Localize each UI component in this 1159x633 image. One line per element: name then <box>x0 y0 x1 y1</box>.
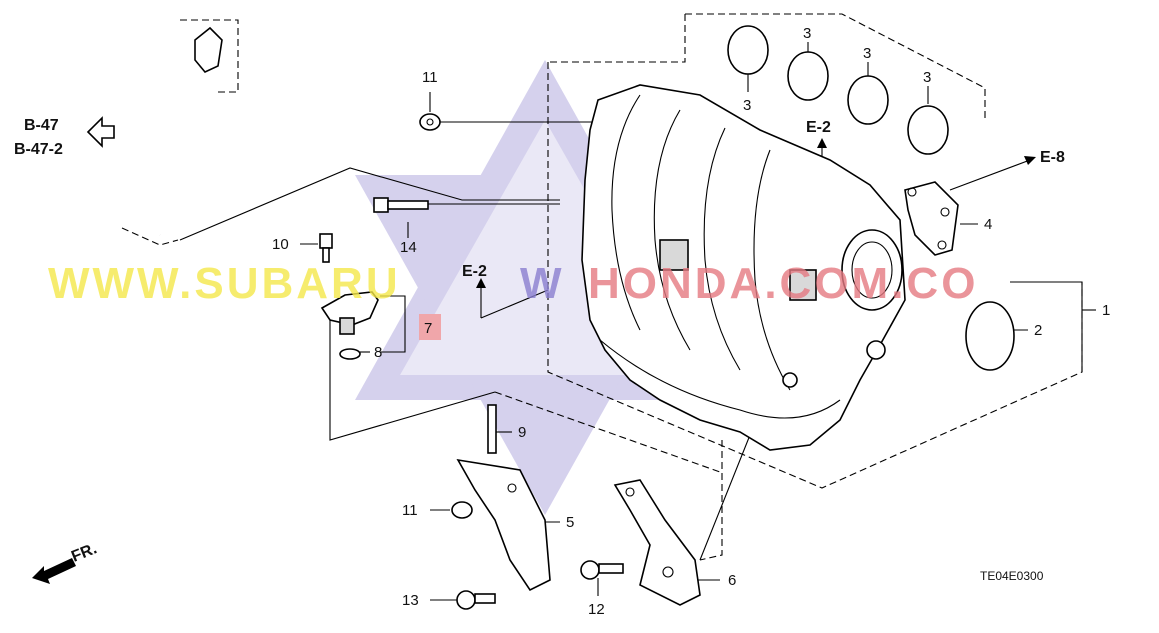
intake-manifold <box>581 84 906 451</box>
callout-3d: 3 <box>923 69 931 86</box>
callout-1: 1 <box>1102 302 1110 319</box>
bolts <box>319 113 624 610</box>
ref-e2-mid: E-2 <box>462 263 487 280</box>
leader-lines <box>179 42 1096 601</box>
nut-11-bottom <box>451 501 473 519</box>
bracket-5 <box>456 458 551 592</box>
e2-top-arrow-icon <box>817 138 827 148</box>
callout-10: 10 <box>272 236 289 253</box>
part-7-highlight <box>419 314 441 340</box>
watermark-part2: W <box>520 259 565 308</box>
callout-14: 14 <box>400 239 417 256</box>
callout-4: 4 <box>984 216 992 233</box>
diagram-code: TE04E0300 <box>980 569 1044 583</box>
ref-b47-2: B-47-2 <box>14 141 63 158</box>
arrows <box>32 116 1036 584</box>
e8-arrow-icon <box>1024 156 1036 165</box>
bolt-13 <box>456 590 496 610</box>
callout-7: 7 <box>424 320 432 337</box>
ref-b47: B-47 <box>24 117 59 134</box>
e2-mid-arrow-icon <box>476 278 486 288</box>
callout-9: 9 <box>518 424 526 441</box>
ref-e2-top: E-2 <box>806 119 831 136</box>
callout-6: 6 <box>728 572 736 589</box>
watermark-part3: HONDA.COM.CO <box>588 259 978 308</box>
plate <box>904 181 959 256</box>
ref-e8: E-8 <box>1040 149 1065 166</box>
callout-3a: 3 <box>743 97 751 114</box>
callout-3c: 3 <box>863 45 871 62</box>
breather-hose <box>153 26 223 236</box>
b47-arrow-icon <box>86 116 115 148</box>
bolt-12 <box>580 560 624 580</box>
front-arrow-icon <box>32 558 76 584</box>
callout-11-bottom: 11 <box>402 502 418 519</box>
callout-2: 2 <box>1034 322 1042 339</box>
watermark-part1: WWW.SUBARU <box>48 259 401 308</box>
map-sensor <box>320 291 441 360</box>
stud-9 <box>487 404 497 454</box>
callout-11-top: 11 <box>422 69 438 86</box>
dashed-boxes <box>121 13 1083 561</box>
callout-13: 13 <box>402 592 419 609</box>
reference-labels: B-47 B-47-2 E-2 E-2 E-8 FR. TE04E0300 <box>14 117 1065 583</box>
site-watermark: WWW.SUBARU W HONDA.COM.CO <box>48 259 978 308</box>
callout-12: 12 <box>588 601 605 618</box>
callouts: 1 2 3 3 3 3 4 5 6 7 8 9 10 11 11 12 13 1… <box>272 25 1110 618</box>
bolt-14 <box>373 197 429 213</box>
callout-5: 5 <box>566 514 574 531</box>
gaskets <box>727 25 949 155</box>
callout-3b: 3 <box>803 25 811 42</box>
front-label: FR. <box>69 540 99 565</box>
callout-8: 8 <box>374 344 382 361</box>
bolt-10 <box>319 233 333 263</box>
throttle-gasket <box>965 301 1015 371</box>
bracket-6 <box>613 479 701 606</box>
nut-11-top <box>419 113 441 131</box>
